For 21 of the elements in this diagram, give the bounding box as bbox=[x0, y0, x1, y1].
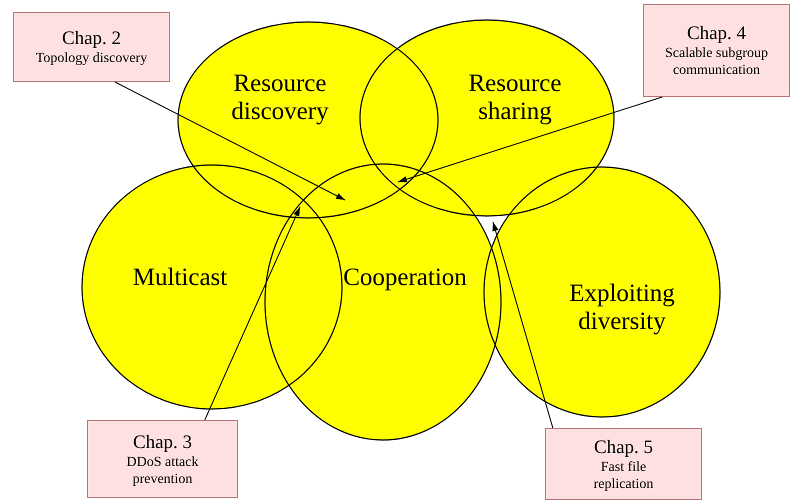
chapter-heading: Chap. 4 bbox=[686, 22, 746, 45]
chapter-heading: Chap. 5 bbox=[594, 436, 654, 458]
chapter-topic: Scalable subgroup communication bbox=[664, 45, 770, 79]
chapter-topic: Topology discovery bbox=[36, 50, 148, 67]
callout-box bbox=[13, 12, 170, 82]
leader-arrow bbox=[398, 96, 663, 182]
chapter-topic: Fast file replication bbox=[592, 458, 654, 492]
set-label: Exploiting diversity bbox=[568, 280, 676, 336]
chapter-heading: Chap. 2 bbox=[62, 27, 122, 50]
set-label: Resource discovery bbox=[230, 70, 330, 126]
set-label: Resource sharing bbox=[467, 70, 563, 126]
leader-arrow bbox=[204, 206, 300, 420]
callout-box bbox=[643, 4, 790, 97]
leader-arrow bbox=[114, 82, 346, 200]
callout-box bbox=[87, 420, 238, 498]
callout-box bbox=[545, 428, 702, 500]
leader-arrow bbox=[492, 222, 554, 428]
chapter-topic: DDoS attack prevention bbox=[126, 454, 200, 488]
set-label: Cooperation bbox=[342, 264, 468, 292]
set-label: Multicast bbox=[132, 264, 228, 292]
chapter-heading: Chap. 3 bbox=[132, 430, 192, 454]
